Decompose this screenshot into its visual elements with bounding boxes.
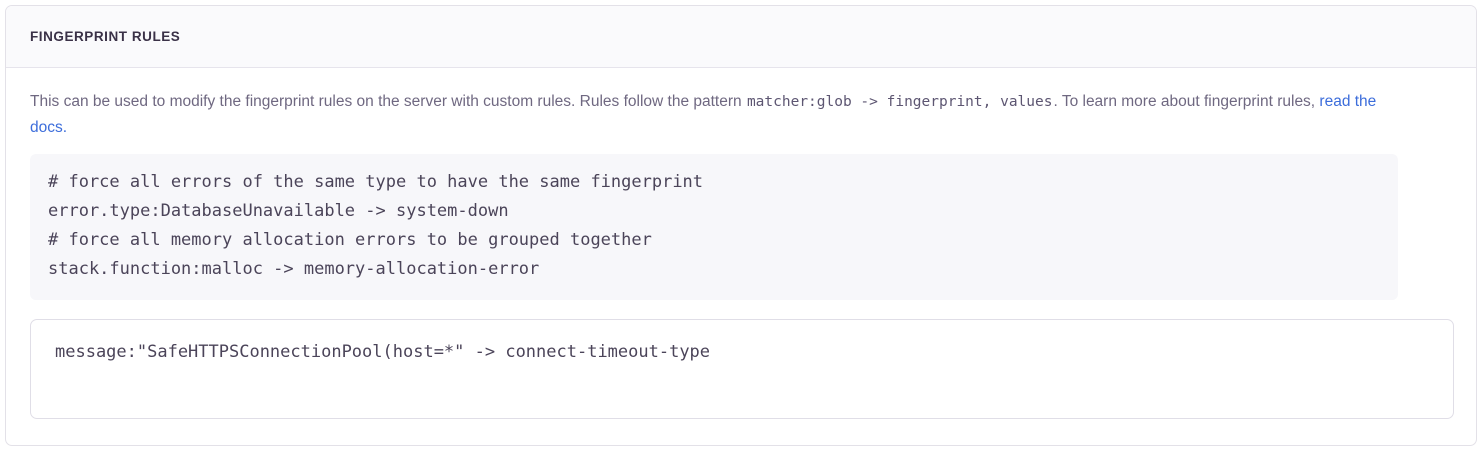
page-title: FINGERPRINT RULES xyxy=(30,28,181,44)
inline-code-pattern: matcher:glob -> fingerprint, values xyxy=(746,94,1053,110)
description-part-2: . To learn more about fingerprint rules, xyxy=(1053,93,1320,110)
panel-header: FINGERPRINT RULES xyxy=(6,6,1476,68)
panel-body: This can be used to modify the fingerpri… xyxy=(6,68,1476,419)
description-text: This can be used to modify the fingerpri… xyxy=(30,89,1400,141)
fingerprint-rules-input[interactable] xyxy=(30,319,1454,419)
example-code-text: # force all errors of the same type to h… xyxy=(48,172,704,279)
description-part-3: . xyxy=(62,119,68,136)
example-code-block: # force all errors of the same type to h… xyxy=(30,154,1398,300)
description-part-1: This can be used to modify the fingerpri… xyxy=(30,93,746,110)
fingerprint-rules-panel: FINGERPRINT RULES This can be used to mo… xyxy=(5,5,1477,446)
read-the-docs-link[interactable]: read the docs xyxy=(30,93,1377,136)
